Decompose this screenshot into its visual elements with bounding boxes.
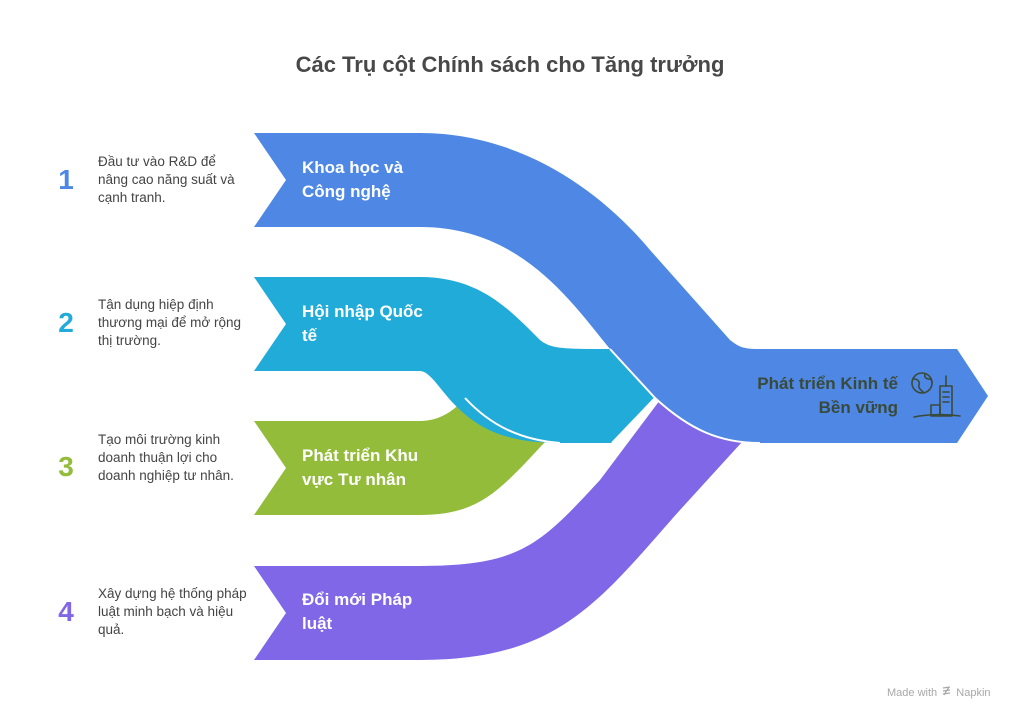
pillar-1-number: 1 [58,164,74,195]
pillar-1-band [254,133,988,443]
pillar-4-label: Đổi mới Pháp luật [302,590,413,633]
pillar-1-description: Đầu tư vào R&D để nâng cao năng suất và … [98,154,235,205]
globe-city-icon [911,372,961,418]
pillar-4-number: 4 [58,596,74,627]
napkin-brand-text: Napkin [956,687,991,699]
pillar-4-description: Xây dựng hệ thống pháp luật minh bạch và… [98,586,247,637]
crossing-separator [464,397,561,444]
pillar-2-description: Tận dụng hiệp định thương mại để mở rộng… [98,297,242,348]
pillar-2-label: Hội nhập Quốc tế [302,302,423,345]
made-with-napkin-footer: Made with Napkin [887,686,991,699]
pillar-2-band [254,277,655,443]
diagram-title: Các Trụ cột Chính sách cho Tăng trưởng [295,52,725,77]
pillar-3-description: Tạo môi trường kinh doanh thuận lợi cho … [98,432,234,483]
pillar-3-label: Phát triển Khu vực Tư nhân [302,446,419,489]
pillar-3-number: 3 [58,451,74,482]
made-with-text: Made with [887,687,938,699]
napkin-logo-icon [943,686,951,696]
pillar-4-band [254,400,742,660]
pillar-3-band [254,398,545,515]
outcome-label: Phát triển Kinh tế Bền vững [757,374,898,417]
pillar-2-number: 2 [58,307,74,338]
crossing-separator [654,397,761,444]
pillar-1-label: Khoa học và Công nghệ [302,158,404,201]
